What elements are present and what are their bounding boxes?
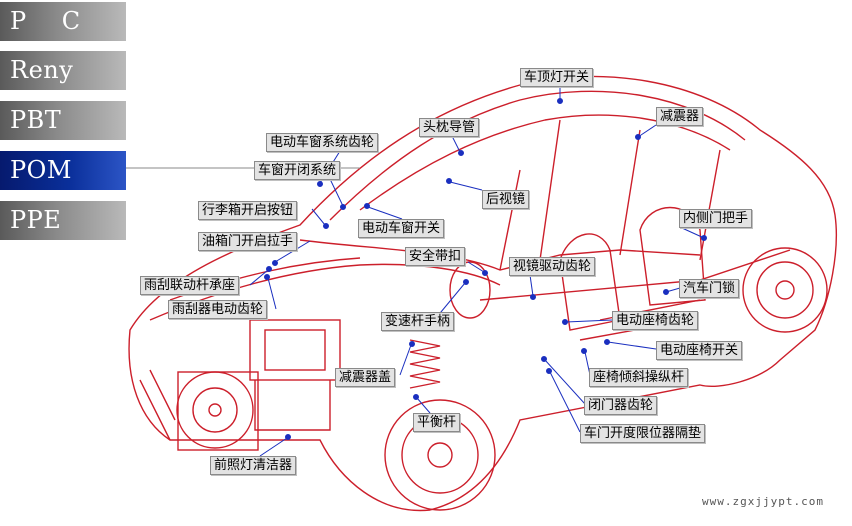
tab-pom[interactable]: POM <box>0 151 126 190</box>
tab-ppe[interactable]: PPE <box>0 201 126 240</box>
label-seat-switch: 电动座椅开关 <box>656 341 743 360</box>
label-seat-gear: 电动座椅齿轮 <box>612 311 699 330</box>
label-fuel-door-handle: 油箱门开启拉手 <box>198 232 298 251</box>
label-window-switch: 电动车窗开关 <box>358 219 445 238</box>
label-shock-absorber: 减震器 <box>656 107 704 126</box>
tab-pbt[interactable]: PBT <box>0 101 126 140</box>
label-wiper-bearing: 雨刮联动杆承座 <box>140 276 240 295</box>
label-door-closer-gear: 闭门器齿轮 <box>584 396 658 415</box>
label-rear-mirror: 后视镜 <box>482 190 530 209</box>
label-seat-tilt-lever: 座椅倾斜操纵杆 <box>589 368 689 387</box>
label-window-gear: 电动车窗系统齿轮 <box>266 133 379 152</box>
tab-reny[interactable]: Reny <box>0 51 126 90</box>
label-door-lock: 汽车门锁 <box>679 279 740 298</box>
label-shock-cover: 减震器盖 <box>335 368 396 387</box>
label-trunk-button: 行李箱开启按钮 <box>198 201 298 220</box>
label-door-stop-pad: 车门开度限位器隔垫 <box>580 424 706 443</box>
label-window-system: 车窗开闭系统 <box>254 161 341 180</box>
label-headlight-washer: 前照灯清洁器 <box>210 456 297 475</box>
label-inner-handle: 内侧门把手 <box>679 209 753 228</box>
label-roof-light-switch: 车顶灯开关 <box>520 68 594 87</box>
watermark: www.zgxjjypt.com <box>702 495 824 508</box>
label-seat-belt-buckle: 安全带扣 <box>405 247 466 266</box>
label-headrest-guide: 头枕导管 <box>419 118 480 137</box>
callout-pointers <box>126 86 707 457</box>
label-wiper-gear: 雨刮器电动齿轮 <box>168 300 268 319</box>
label-shift-lever: 变速杆手柄 <box>381 312 455 331</box>
label-mirror-drive-gear: 视镜驱动齿轮 <box>509 257 596 276</box>
tab-pc[interactable]: P C <box>0 2 126 41</box>
label-stabilizer: 平衡杆 <box>413 413 461 432</box>
